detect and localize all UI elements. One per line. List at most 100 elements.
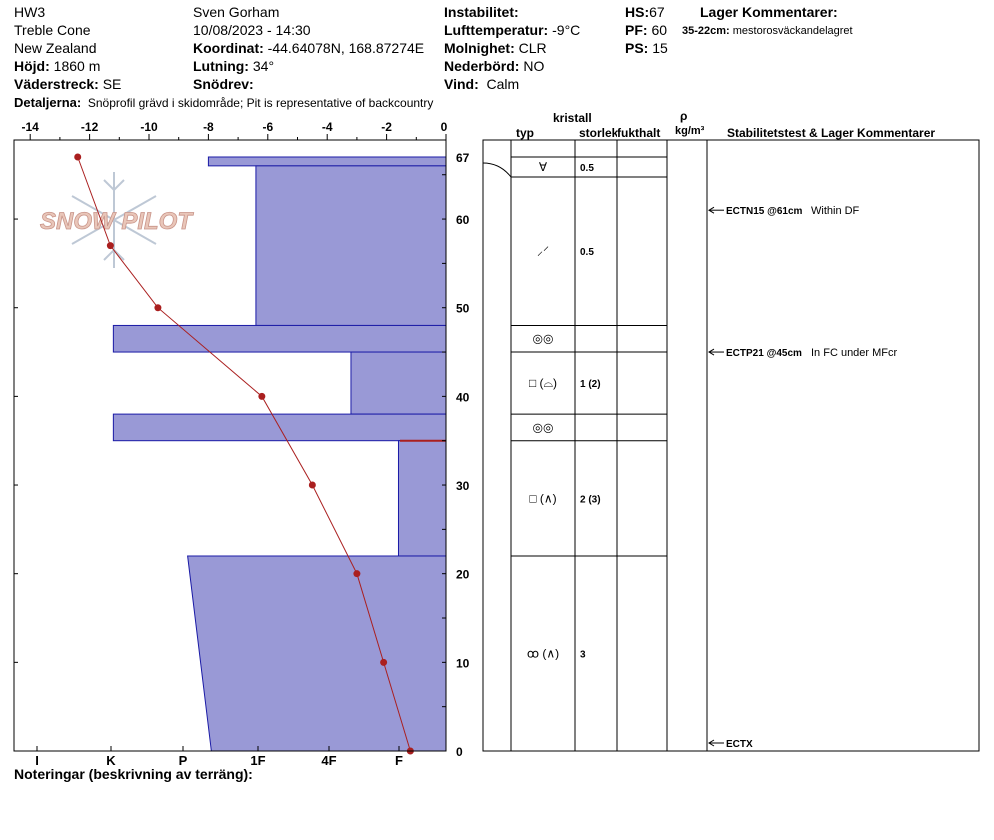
stability-header: Stabilitetstest & Lager Kommentarer: [727, 126, 936, 140]
height-tick-label: 20: [456, 568, 470, 582]
layer-comment-range: 35-22cm:: [682, 25, 730, 37]
layer-table: ∀0.5⸝⸍0.5◎◎□ (⌓)1 (2)◎◎□ (∧)2 (3)ꝏ (∧)3E…: [482, 139, 980, 752]
moisture-header: fukthalt: [617, 126, 661, 140]
terrain-notes-label: Noteringar (beskrivning av terräng):: [14, 766, 253, 782]
height-tick-label: 50: [456, 302, 470, 316]
aspect-label: Väderstreck:: [14, 76, 99, 92]
grain-size: 1 (2): [580, 379, 601, 390]
stability-test-code: ECTP21 @45cm: [726, 348, 802, 359]
hardness-tick-label: K: [106, 753, 116, 768]
sky-value: CLR: [518, 40, 547, 56]
hardness-tick-label: I: [35, 753, 39, 768]
height-tick-label: 40: [456, 390, 470, 404]
hardness-bar: [187, 555, 447, 752]
elevation-label: Höjd:: [14, 58, 50, 74]
grain-type-symbol: ⸝⸍: [537, 244, 549, 258]
ps-label: PS:: [625, 40, 649, 56]
temperature-point: [308, 481, 316, 489]
hs-label: HS:: [625, 4, 650, 20]
height-tick-label: 0: [456, 745, 463, 759]
stability-test-code: ECTX: [726, 739, 753, 750]
stability-arrow-head: [708, 206, 715, 214]
layer-comment-text: mestorosväckandelagret: [732, 25, 853, 37]
coordinates-label: Koordinat:: [193, 40, 264, 56]
temp-tick-label: -8: [203, 120, 214, 134]
temperature-point: [106, 242, 114, 250]
hardness-bar: [207, 156, 447, 167]
air-temp-label: Lufttemperatur:: [444, 22, 549, 38]
grain-size: 2 (3): [580, 494, 601, 505]
slope-label: Lutning:: [193, 58, 249, 74]
aspect-row: Väderstreck: SE: [14, 76, 121, 92]
temp-tick-label: -4: [322, 120, 333, 134]
temperature-line: [77, 156, 411, 752]
wind-label: Vind:: [444, 76, 479, 92]
hardness-tick-label: 1F: [250, 753, 265, 768]
wind-row: Vind: Calm: [444, 76, 519, 92]
height-tick-label: 67: [456, 151, 470, 165]
temp-tick-label: -14: [22, 120, 40, 134]
observation-datetime: 10/08/2023 - 14:30: [193, 22, 311, 38]
slope-row: Lutning: 34°: [193, 58, 274, 74]
hardness-bar: [255, 165, 447, 326]
location-code: HW3: [14, 4, 46, 20]
hardness-bar: [397, 440, 447, 557]
height-tick-label: 60: [456, 213, 470, 227]
temperature-point: [353, 570, 361, 578]
logo-text: SNOW PILOT: [40, 208, 194, 235]
temp-tick-label: -12: [81, 120, 99, 134]
location-country: New Zealand: [14, 40, 97, 56]
stability-test-comment: In FC under MFcr: [811, 347, 898, 359]
stability-arrow-head: [708, 348, 715, 356]
hardness-bar: [112, 324, 447, 353]
precip-row: Nederbörd: NO: [444, 58, 544, 74]
coordinates-row: Koordinat: -44.64078N, 168.87274E: [193, 40, 424, 56]
grain-type-symbol: ∀: [539, 160, 548, 174]
elevation-row: Höjd: 1860 m: [14, 58, 100, 74]
temp-tick-label: -2: [381, 120, 392, 134]
details-text: Snöprofil grävd i skidområde; Pit is rep…: [87, 96, 434, 110]
temperature-point: [74, 153, 82, 161]
sky-row: Molnighet: CLR: [444, 40, 547, 56]
grain-type-symbol: ◎◎: [533, 420, 554, 434]
location-name: Treble Cone: [14, 22, 91, 38]
hardness-tick-label: 4F: [321, 753, 336, 768]
hardness-bars: [112, 156, 447, 752]
wind-value: Calm: [486, 76, 520, 92]
details-label: Detaljerna:: [14, 95, 82, 110]
elevation-value: 1860 m: [53, 58, 101, 74]
grain-type-symbol: □ (⌓): [529, 376, 557, 390]
drift-row: Snödrev:: [193, 76, 254, 92]
temperature-point: [258, 392, 266, 400]
hardness-tick-label: F: [395, 753, 403, 768]
chart-frame: [13, 139, 447, 752]
aspect-value: SE: [102, 76, 122, 92]
grain-size: 0.5: [580, 247, 594, 258]
precip-value: NO: [523, 58, 545, 74]
instability-label: Instabilitet:: [444, 4, 519, 20]
layer-comment-row: 35-22cm: mestorosväckandelagret: [682, 23, 853, 39]
observer-name: Sven Gorham: [193, 4, 280, 20]
stability-test-comment: Within DF: [811, 205, 860, 217]
density-symbol: ρ: [680, 109, 688, 123]
type-header: typ: [516, 126, 534, 140]
instability-row: Instabilitet:: [444, 4, 519, 20]
pf-value: 60: [651, 22, 668, 38]
layer-connector: [482, 162, 512, 178]
hardness-tick-label: P: [179, 753, 188, 768]
stability-arrow-head: [708, 739, 715, 747]
height-tick-label: 10: [456, 656, 470, 670]
snowflake-icon: [71, 172, 157, 268]
slope-value: 34°: [252, 58, 275, 74]
pf-row: PF: 60: [625, 22, 667, 38]
hs-row: HS:67: [625, 4, 665, 20]
grain-size: 0.5: [580, 163, 594, 174]
air-temp-row: Lufttemperatur: -9°C: [444, 22, 580, 38]
table-frame: [482, 139, 980, 752]
temp-tick-label: -10: [140, 120, 158, 134]
stability-test-code: ECTN15 @61cm: [726, 206, 803, 217]
layer-comments-title: Lager Kommentarer:: [700, 4, 838, 20]
temperature-point: [154, 304, 162, 312]
grain-type-symbol: □ (∧): [529, 491, 556, 505]
